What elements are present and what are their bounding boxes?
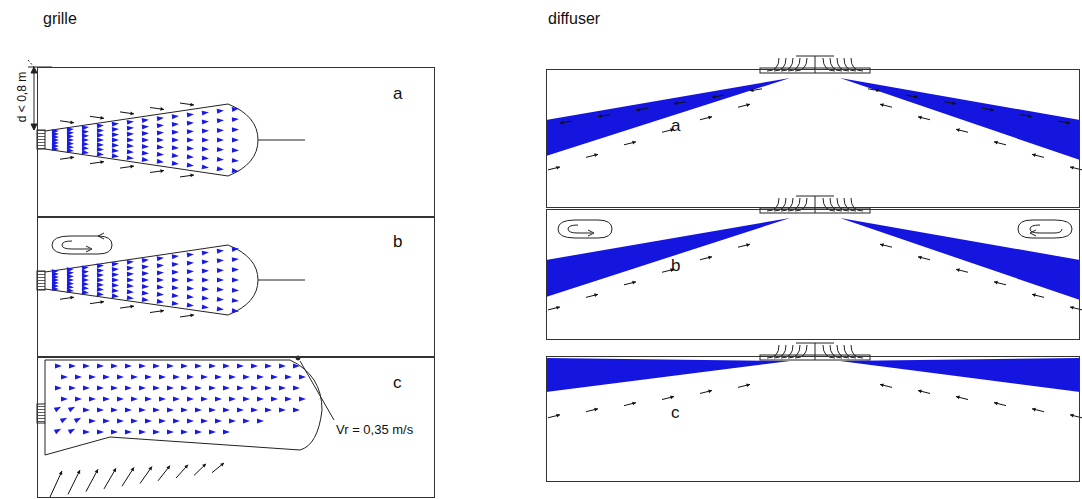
- flow-panel: c: [546, 356, 1080, 482]
- case-letter: b: [671, 256, 680, 276]
- column-heading: diffuser: [548, 10, 600, 28]
- case-letter: c: [393, 373, 402, 393]
- velocity-note: Vr = 0,35 m/s: [336, 422, 413, 437]
- case-letter: a: [393, 84, 402, 104]
- column-heading: grille: [43, 10, 77, 28]
- flow-panel: a: [546, 69, 1080, 208]
- case-letter: b: [393, 232, 402, 252]
- flow-panel: b: [546, 209, 1080, 340]
- dimension: d < 0,8 m: [15, 72, 29, 122]
- flow-panel: c Vr = 0,35 m/s: [37, 357, 435, 498]
- flow-panel: a: [37, 67, 435, 217]
- flow-panel: b: [37, 217, 435, 357]
- case-letter: a: [671, 116, 680, 136]
- case-letter: c: [671, 403, 680, 423]
